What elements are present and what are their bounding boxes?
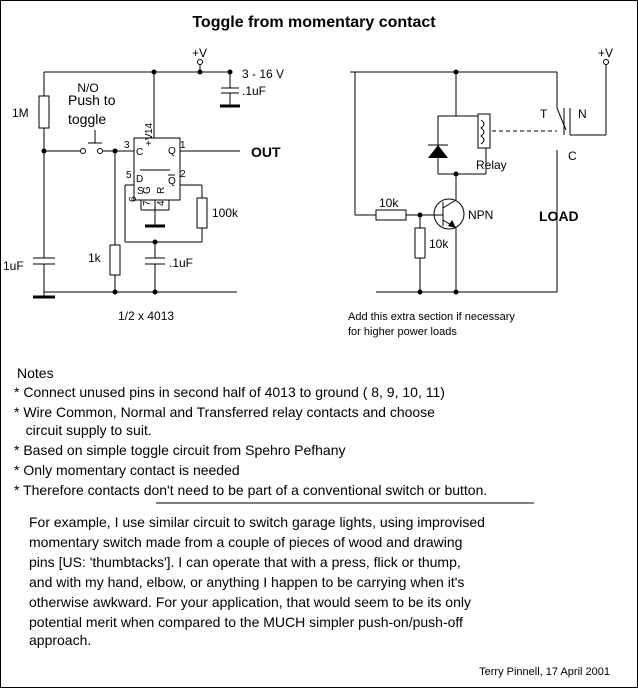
pin-c-label: C <box>136 147 143 158</box>
right-relay-circuit: Relay T N C +V LOAD NPN 10k <box>348 46 613 338</box>
author-credit: Terry Pinnell, 17 April 2001 <box>479 666 610 678</box>
supply-terminal <box>197 59 203 65</box>
note-item: * Only momentary contact is needed <box>14 462 240 478</box>
decoupling-cap-label: .1uF <box>242 84 266 98</box>
pin-d-label: D <box>136 174 143 185</box>
relay-supply-terminal <box>603 59 609 65</box>
switch-contact <box>80 148 86 154</box>
switch-caption-2: toggle <box>68 111 106 127</box>
capacitor-center-label: .1uF <box>169 256 193 270</box>
supply-label: +V <box>192 46 207 60</box>
supply-range-label: 3 - 16 V <box>242 67 284 81</box>
relay-label: Relay <box>476 158 507 172</box>
extra-section-caption-2: for higher power loads <box>348 326 457 338</box>
load-label: LOAD <box>539 208 579 224</box>
pin-7-label: 7 <box>142 200 153 206</box>
example-line: momentary switch made from a couple of p… <box>29 534 462 550</box>
example-line: and with my hand, elbow, or anything I h… <box>29 574 464 590</box>
note-item: * Based on simple toggle circuit from Sp… <box>14 442 346 458</box>
extra-section-caption-1: Add this extra section if necessary <box>348 311 515 323</box>
page-title: Toggle from momentary contact <box>192 14 436 31</box>
capacitor-1uf-label: 1uF <box>3 259 24 273</box>
example-line: otherwise awkward. For your application,… <box>29 594 471 610</box>
chip-caption: 1/2 x 4013 <box>118 309 174 323</box>
contact-n-label: N <box>578 107 587 121</box>
resistor-base-10k <box>375 209 407 221</box>
contact-t-label: T <box>540 107 548 121</box>
pin-6-label: 6 <box>128 196 139 202</box>
notes-section: Notes * Connect unused pins in second ha… <box>14 365 534 648</box>
switch-caption-1: Push to <box>68 92 116 108</box>
right-supply-label: +V <box>598 46 613 60</box>
example-line: approach. <box>29 632 91 648</box>
note-item: * Connect unused pins in second half of … <box>14 384 445 400</box>
pin-q-label: Q <box>168 146 176 157</box>
resistor-100k-label: 100k <box>212 206 239 220</box>
note-item: circuit supply to suit. <box>14 422 152 438</box>
pin-2-label: 2 <box>180 169 186 180</box>
pin-vdd-label: +V <box>144 133 155 146</box>
pin-s-label: S <box>137 186 144 197</box>
resistor-1m-label: 1M <box>12 106 29 120</box>
chip-4013 <box>133 137 181 201</box>
decoupling-capacitor <box>220 72 240 108</box>
npn-transistor <box>433 198 465 230</box>
diode-symbol <box>428 145 448 158</box>
base-resistor-label: 10k <box>379 196 399 210</box>
switch-type-label: N/O <box>77 81 98 95</box>
resistor-pulldown-10k <box>414 227 426 259</box>
left-toggle-circuit: +V 3 - 16 V .1uF 1M 1uF <box>3 46 284 323</box>
pin-1-label: 1 <box>180 140 186 151</box>
junction-dot <box>197 69 203 75</box>
example-line: For example, I use similar circuit to sw… <box>29 514 485 530</box>
example-line: potential merit when compared to the MUC… <box>29 614 463 630</box>
output-label: OUT <box>251 144 281 160</box>
relay-contact-arm <box>556 107 567 131</box>
pin-r-label: R <box>156 187 167 194</box>
pin-qbar-label: Q <box>168 176 176 187</box>
resistor-100k <box>196 197 208 229</box>
pin-14-label: 14 <box>144 122 155 134</box>
resistor-1m <box>38 95 50 129</box>
transistor-label: NPN <box>468 208 493 222</box>
example-line: pins [US: 'thumbtacks']. I can operate t… <box>29 554 461 570</box>
pin-4-label: 4 <box>156 200 167 206</box>
pin-3-label: 3 <box>124 140 130 151</box>
pulldown-resistor-label: 10k <box>429 237 449 251</box>
switch-contact <box>97 148 103 154</box>
note-item: * Wire Common, Normal and Transferred re… <box>14 404 435 420</box>
pin-5-label: 5 <box>126 170 132 181</box>
resistor-1k-label: 1k <box>88 251 102 265</box>
pin-g-label: G <box>142 186 153 194</box>
resistor-1k <box>109 244 121 276</box>
notes-heading: Notes <box>17 365 54 381</box>
note-item: * Therefore contacts don't need to be pa… <box>14 482 487 498</box>
contact-c-label: C <box>568 149 577 163</box>
